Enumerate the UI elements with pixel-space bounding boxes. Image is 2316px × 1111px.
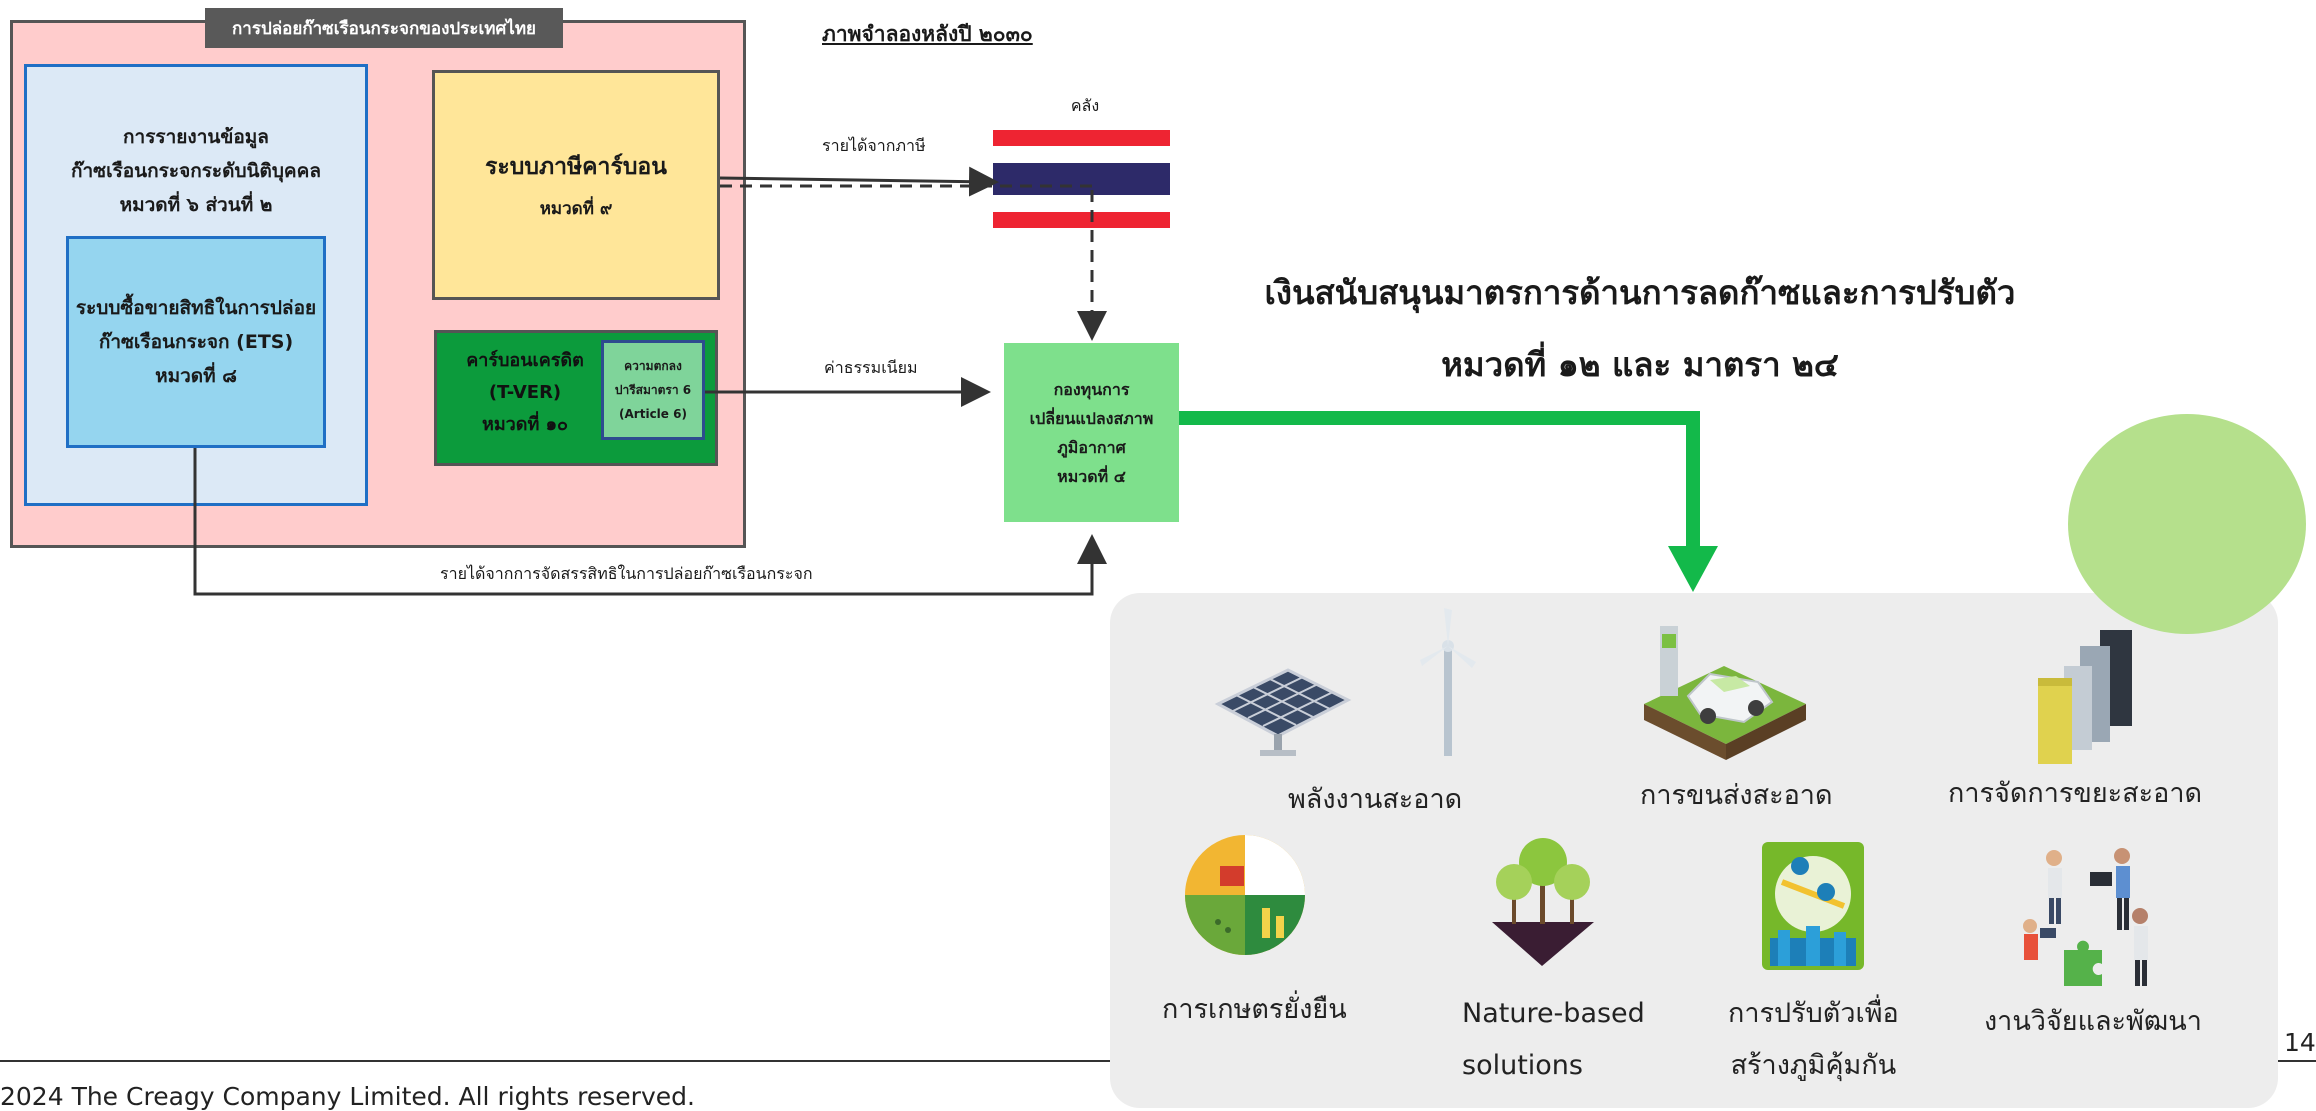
tax-revenue-label: รายได้จากภาษี [822,136,926,155]
caption-research: งานวิจัยและพัฒนา [1984,1006,2202,1037]
emissions-frame-title: การปล่อยก๊าซเรือนกระจกของประเทศไทย [205,8,563,48]
ets-line-2: ก๊าซเรือนกระจก (ETS) [98,331,294,353]
article6-line-3: (Article 6) [619,407,687,421]
caption-nature-based: Nature-based solutions [1462,988,1645,1092]
caption-adaptation: การปรับตัวเพื่อ สร้างภูมิคุ้มกัน [1728,988,1899,1092]
article6-line-2: ปารีสมาตรา 6 [614,383,692,397]
scenario-title: ภาพจำลองหลังปี ๒๐๓๐ [822,22,1033,46]
research-team-icon [2023,848,2148,986]
tax-revenue-arrow [719,166,999,197]
carbon-tax-title: ระบบภาษีคาร์บอน [485,153,667,180]
caption-clean-energy: พลังงานสะอาด [1288,784,1463,815]
carbon-tax-box: ระบบภาษีคาร์บอน หมวดที่ ๙ [432,70,720,300]
carbon-credit-line-3: หมวดที่ ๑๐ [481,414,569,435]
fund-line-4: หมวดที่ ๔ [1057,466,1126,486]
decorative-circle [2068,414,2306,634]
ets-line-1: ระบบซื้อขายสิทธิในการปล่อย [75,297,317,319]
reporting-line-2: ก๊าซเรือนกระจกระดับนิติบุคคล [71,160,321,182]
reporting-line-3: หมวดที่ ๖ ส่วนที่ ๒ [119,194,273,216]
fee-label: ค่าธรรมเนียม [824,358,918,377]
green-funding-line [1179,411,1700,548]
footer-divider-right [2278,1060,2316,1062]
agriculture-icon [1185,835,1305,955]
support-subheadline: หมวดที่ ๑๒ และ มาตรา ๒๔ [1441,345,1839,384]
allocation-label: รายได้จากการจัดสรรสิทธิในการปล่อยก๊าซเรื… [440,564,813,583]
caption-clean-transport: การขนส่งสะอาด [1640,780,1833,811]
reporting-line-1: การรายงานข้อมูล [123,126,269,148]
caption-waste-management: การจัดการขยะสะอาด [1948,778,2203,809]
caption-nature-line-1: Nature-based [1462,998,1645,1029]
caption-nature-line-2: solutions [1462,1050,1583,1081]
waste-bins-icon [2038,630,2132,764]
reporting-text: การรายงานข้อมูล ก๊าซเรือนกระจกระดับนิติบ… [24,120,368,222]
ev-charging-icon [1644,626,1806,760]
wind-turbine-icon [1420,608,1476,756]
fund-line-3: ภูมิอากาศ [1057,437,1126,457]
ets-box: ระบบซื้อขายสิทธิในการปล่อย ก๊าซเรือนกระจ… [66,236,326,448]
thai-flag-icon [993,130,1170,228]
treasury-label: คลัง [1070,96,1100,115]
support-headline: เงินสนับสนุนมาตรการด้านการลดก๊าซและการปร… [1264,273,2016,312]
climate-fund-box: กองทุนการ เปลี่ยนแปลงสภาพ ภูมิอากาศ หมวด… [1004,343,1179,522]
caption-sustainable-agriculture: การเกษตรยั่งยืน [1162,994,1347,1025]
allocation-arrow [193,448,1107,596]
article6-box: ความตกลง ปารีสมาตรา 6 (Article 6) [601,340,705,440]
caption-adaptation-line-2: สร้างภูมิคุ้มกัน [1730,1050,1897,1081]
caption-adaptation-line-1: การปรับตัวเพื่อ [1728,998,1899,1029]
carbon-credit-line-2: (T-VER) [488,382,562,403]
ets-line-3: หมวดที่ ๘ [155,365,237,387]
fund-line-1: กองทุนการ [1053,379,1130,399]
footer-divider [0,1060,1110,1062]
carbon-credit-line-1: คาร์บอนเครดิต [466,350,584,371]
city-adaptation-icon [1762,842,1864,970]
copyright-text: 2024 The Creagy Company Limited. All rig… [0,1082,695,1111]
carbon-credit-text: คาร์บอนเครดิต (T-VER) หมวดที่ ๑๐ [450,345,600,451]
green-arrowhead [1668,546,1718,592]
carbon-tax-chapter: หมวดที่ ๙ [539,198,613,219]
fund-line-2: เปลี่ยนแปลงสภาพ [1029,408,1154,428]
trees-icon [1492,838,1594,966]
page-number: 14 [2284,1028,2316,1057]
solar-panel-icon [1214,668,1352,756]
article6-line-1: ความตกลง [624,359,682,373]
